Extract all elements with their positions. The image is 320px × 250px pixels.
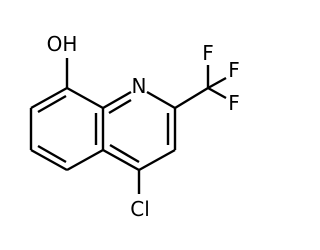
bond-c8a-n1-inner bbox=[108, 98, 132, 115]
fluorine-bottom-label: F bbox=[228, 91, 240, 115]
bond-c7-c8-inner bbox=[37, 94, 67, 114]
bond-cf3-f-bottom bbox=[207, 86, 227, 100]
chlorine-label: Cl bbox=[130, 197, 150, 221]
bond-c2-cf3 bbox=[174, 86, 209, 110]
bond-c8a-n1 bbox=[102, 90, 132, 110]
bond-c4a-c5 bbox=[66, 148, 104, 172]
bond-c4-c4a bbox=[102, 148, 140, 172]
bond-c5-c6-inner bbox=[37, 144, 67, 164]
fluorine-right-label: F bbox=[228, 58, 240, 82]
bond-c5-c6 bbox=[30, 148, 68, 172]
benzene-ring bbox=[29, 86, 105, 172]
nitrogen-label: N bbox=[132, 74, 147, 98]
bond-c7-c8 bbox=[30, 86, 68, 110]
hydroxyl-label: OH bbox=[47, 32, 78, 56]
bond-c8-c8a bbox=[66, 86, 104, 110]
molecule-structure: OH N F F F Cl bbox=[29, 32, 240, 221]
bond-cf3-f-right bbox=[207, 76, 227, 90]
bond-n1-c2 bbox=[146, 90, 176, 110]
fluorine-top-label: F bbox=[202, 41, 214, 65]
pyridine-ring bbox=[102, 90, 177, 172]
bond-c3-c4 bbox=[138, 148, 176, 172]
bond-c4-c4a-inner bbox=[109, 143, 140, 164]
